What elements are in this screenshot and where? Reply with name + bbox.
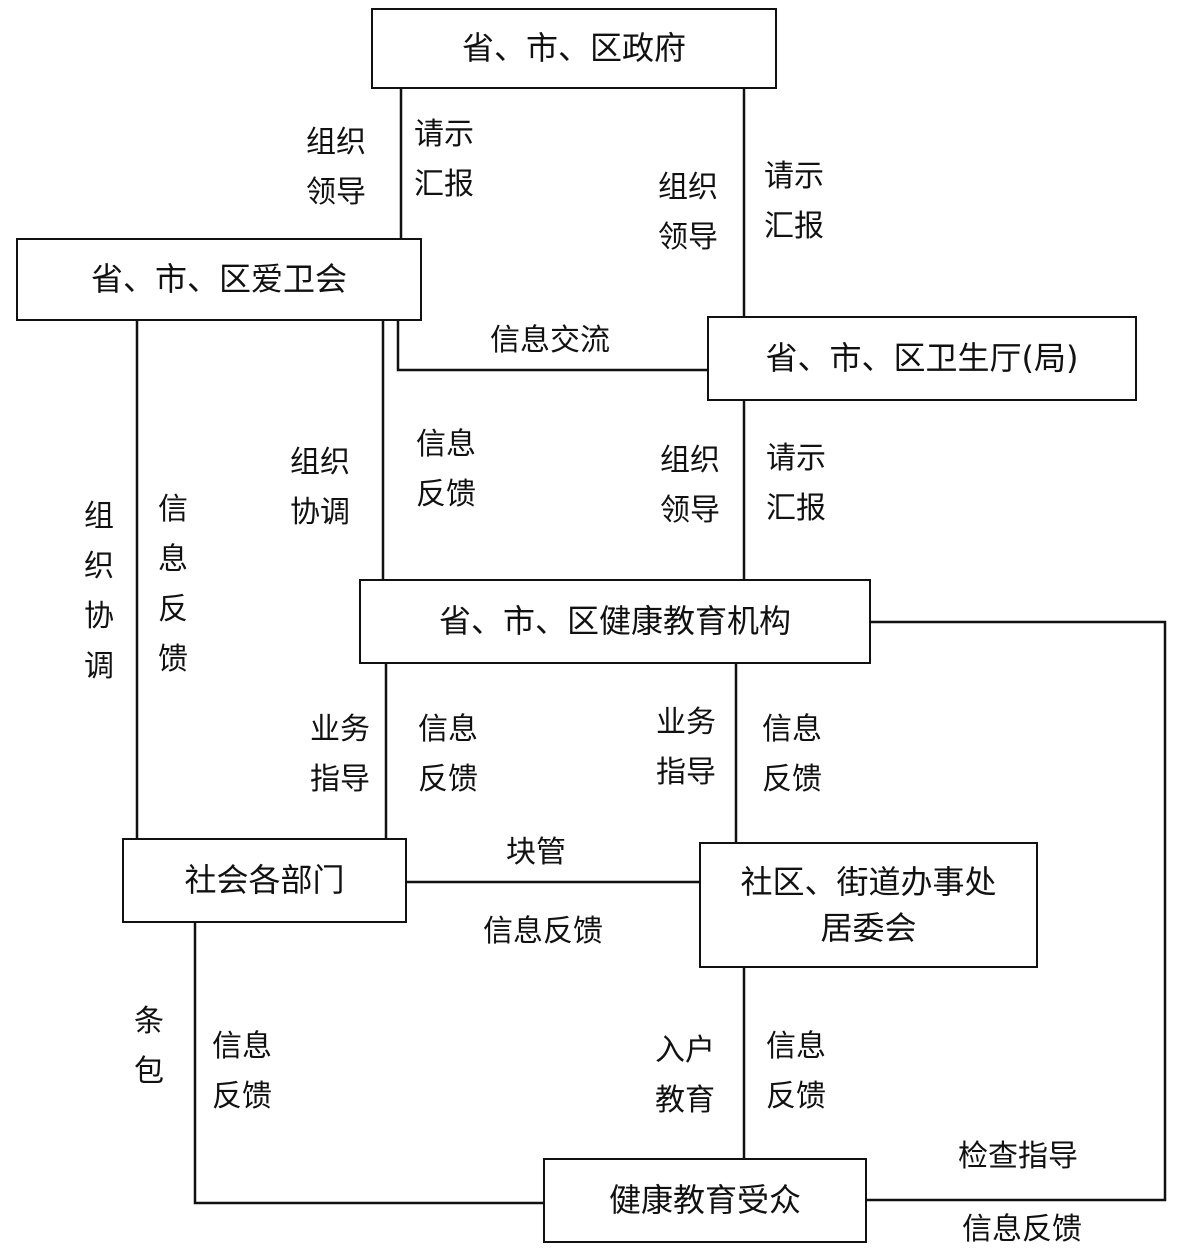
edge-label-health-edu-down: 组织 领导 [660, 443, 720, 528]
node-aiwei: 省、市、区爱卫会 [16, 238, 422, 321]
edge-label-edu-social-up: 信息 反馈 [418, 712, 478, 797]
node-community-label-line1: 社区、街道办事处 [740, 862, 997, 901]
node-social-depts: 社会各部门 [122, 838, 407, 923]
edge-label-gov-aiwei-up: 请示 汇报 [414, 117, 474, 202]
node-edu-org: 省、市、区健康教育机构 [359, 579, 871, 664]
node-audience-label: 健康教育受众 [608, 1181, 801, 1220]
node-gov: 省、市、区政府 [371, 8, 777, 89]
edge-label-edu-audience-bottom: 信息反馈 [962, 1212, 1082, 1247]
edge-label-gov-health-up: 请示 汇报 [764, 159, 824, 244]
line-aiwei-health [396, 320, 709, 372]
node-health-dept-label: 省、市、区卫生厅(局) [765, 339, 1079, 378]
edge-label-health-edu-up: 请示 汇报 [766, 441, 826, 526]
edge-label-gov-aiwei-down: 组织 领导 [306, 125, 366, 210]
line-edu-audience [866, 620, 1167, 1202]
edge-label-aiwei-social-up: 信 息 反 馈 [158, 492, 188, 677]
edge-label-social-community-top: 块管 [506, 835, 566, 870]
node-health-dept: 省、市、区卫生厅(局) [707, 316, 1137, 401]
edge-label-edu-audience-top: 检查指导 [958, 1139, 1078, 1174]
edge-label-aiwei-edu-down: 组织 协调 [290, 445, 350, 530]
edge-label-edu-community-down: 业务 指导 [656, 705, 716, 790]
edge-label-social-community-bottom: 信息反馈 [483, 914, 603, 949]
node-audience: 健康教育受众 [543, 1158, 867, 1243]
edge-label-social-audience-up: 信息 反馈 [212, 1029, 272, 1114]
node-aiwei-label: 省、市、区爱卫会 [90, 260, 347, 299]
edge-label-community-audience-down: 入户 教育 [655, 1033, 715, 1118]
edge-label-community-audience-up: 信息 反馈 [766, 1029, 826, 1114]
node-social-depts-label: 社会各部门 [184, 861, 345, 900]
line-social-audience [193, 922, 543, 1205]
edge-label-edu-social-down: 业务 指导 [310, 712, 370, 797]
edge-label-gov-health-down: 组织 领导 [658, 170, 718, 255]
edge-label-edu-community-up: 信息 反馈 [762, 712, 822, 797]
edge-label-aiwei-health-info: 信息交流 [490, 323, 610, 358]
node-gov-label: 省、市、区政府 [461, 29, 686, 68]
node-community-label-line2: 居委会 [820, 909, 917, 947]
edge-label-social-audience-down: 条 包 [134, 1004, 164, 1089]
node-community: 社区、街道办事处 居委会 [699, 842, 1038, 968]
edge-label-aiwei-edu-up: 信息 反馈 [416, 427, 476, 512]
node-edu-org-label: 省、市、区健康教育机构 [438, 602, 791, 641]
edge-label-aiwei-social-down: 组 织 协 调 [84, 499, 114, 684]
